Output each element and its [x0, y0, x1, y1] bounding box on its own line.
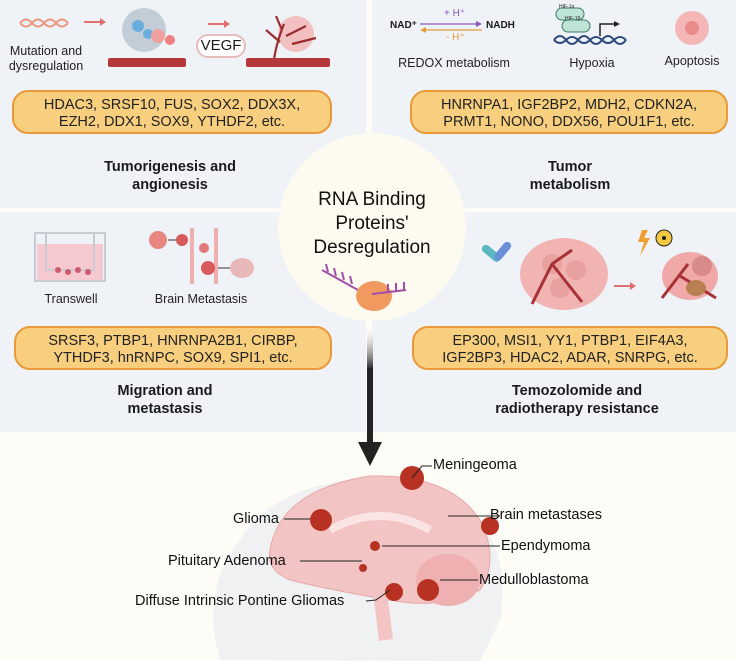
- brain-metastasis-label: Brain Metastasis: [154, 292, 248, 306]
- angiogenesis-vessel-icon: [246, 15, 330, 67]
- dna-icon: [19, 18, 69, 28]
- brain-sagittal-icon: [213, 466, 503, 661]
- tumor-cell-cluster-icon: [122, 8, 175, 52]
- panel-title-tumorigenesis: Tumorigenesis and angionesis: [104, 159, 236, 193]
- blood-vessel-icon: [108, 58, 186, 67]
- apoptosis-label: Apoptosis: [664, 54, 720, 68]
- apoptosis-cell-icon: [675, 11, 709, 45]
- hif1b-label: HIF-1β: [565, 16, 581, 22]
- transwell-label: Transwell: [44, 292, 98, 306]
- rna-protein-icon: [321, 263, 407, 311]
- resistant-tumor-icon: [660, 252, 718, 300]
- redox-arrows-icon: [420, 21, 482, 33]
- label-glioma: Glioma: [233, 511, 279, 527]
- hif-dna-icon: [553, 7, 627, 45]
- radiation-lightning-icon: [638, 229, 673, 256]
- tumor-with-vessels-icon: [520, 238, 608, 310]
- label-ependymoma: Ependymoma: [501, 538, 591, 554]
- label-dipg: Diffuse Intrinsic Pontine Gliomas: [135, 593, 345, 609]
- center-title: RNA Binding Proteins' Desregulation: [313, 189, 431, 258]
- down-arrow-icon: [358, 328, 382, 466]
- label-brain-metastases: Brain metastases: [490, 507, 603, 523]
- arrow-icon: [614, 282, 636, 290]
- label-medulloblastoma: Medulloblastoma: [479, 572, 589, 588]
- label-meningeoma: Meningeoma: [433, 457, 517, 473]
- gene-list-tumorigenesis: HDAC3, SRSF10, FUS, SOX2, DDX3X, EZH2, D…: [12, 90, 332, 134]
- nad-label: NAD⁺: [390, 20, 417, 31]
- arrow-icon: [84, 18, 106, 26]
- panel-title-resistance: Temozolomide and radiotherapy resistance: [495, 383, 659, 417]
- minus-h-label: - H⁺: [446, 32, 465, 43]
- vegf-badge: VEGF: [196, 34, 246, 58]
- nadh-label: NADH: [486, 20, 515, 31]
- arrow-icon: [208, 20, 230, 28]
- hypoxia-label: Hypoxia: [569, 56, 615, 70]
- label-pituitary-adenoma: Pituitary Adenoma: [168, 553, 286, 569]
- panel-title-migration: Migration and metastasis: [117, 383, 213, 417]
- gene-list-migration: SRSF3, PTBP1, HNRNPA2B1, CIRBP, YTHDF3, …: [14, 326, 332, 370]
- panel-tumorigenesis: Mutation and dysregulation VEGF HDAC3, S…: [0, 0, 366, 208]
- plus-h-label: + H⁺: [444, 8, 466, 19]
- gene-list-resistance: EP300, MSI1, YY1, PTBP1, EIF4A3, IGF2BP3…: [412, 326, 728, 370]
- drug-capsule-icon: [481, 241, 512, 262]
- hif1a-label: HIF-1α: [559, 4, 575, 10]
- transwell-icon: [34, 232, 106, 282]
- redox-label: REDOX metabolism: [398, 56, 510, 70]
- gene-list-metabolism: HNRNPA1, IGF2BP2, MDH2, CDKN2A, PRMT1, N…: [410, 90, 728, 134]
- brain-metastasis-icon: [149, 228, 254, 284]
- panel-title-metabolism: Tumor metabolism: [529, 159, 611, 193]
- mutation-label: Mutation and dysregulation: [8, 44, 84, 73]
